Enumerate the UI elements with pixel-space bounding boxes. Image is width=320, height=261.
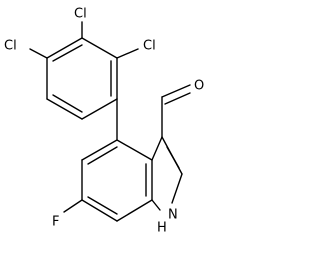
bond — [151, 199, 161, 211]
bond — [87, 196, 118, 215]
bond — [46, 98, 83, 120]
bond — [87, 146, 118, 165]
bond — [52, 44, 83, 62]
atom-label-cl-top: Cl — [74, 7, 87, 22]
bond — [161, 84, 191, 98]
bond — [116, 48, 139, 59]
bond — [81, 139, 118, 161]
bond — [116, 199, 153, 222]
bonds — [29, 21, 191, 222]
bond — [63, 199, 83, 213]
atom-label-fluorine: F — [52, 215, 59, 230]
bond — [81, 37, 118, 59]
atom-labels: Cl Cl Cl O F H N — [4, 7, 204, 236]
bond — [164, 92, 191, 105]
bond — [46, 37, 83, 59]
bond — [151, 136, 163, 161]
atom-label-nh-h: H — [157, 221, 167, 236]
bond — [116, 139, 153, 161]
chemical-structure: Cl Cl Cl O F H N — [4, 7, 204, 236]
bond — [171, 173, 183, 204]
atom-label-oxygen: O — [194, 79, 204, 94]
atom-label-cl-right: Cl — [143, 39, 156, 54]
bond — [81, 199, 118, 222]
bond — [166, 146, 180, 169]
bond — [29, 48, 48, 59]
atom-label-nh-n: N — [168, 208, 178, 223]
bond — [52, 94, 83, 113]
bond — [81, 98, 118, 120]
atom-label-cl-left: Cl — [4, 39, 17, 54]
